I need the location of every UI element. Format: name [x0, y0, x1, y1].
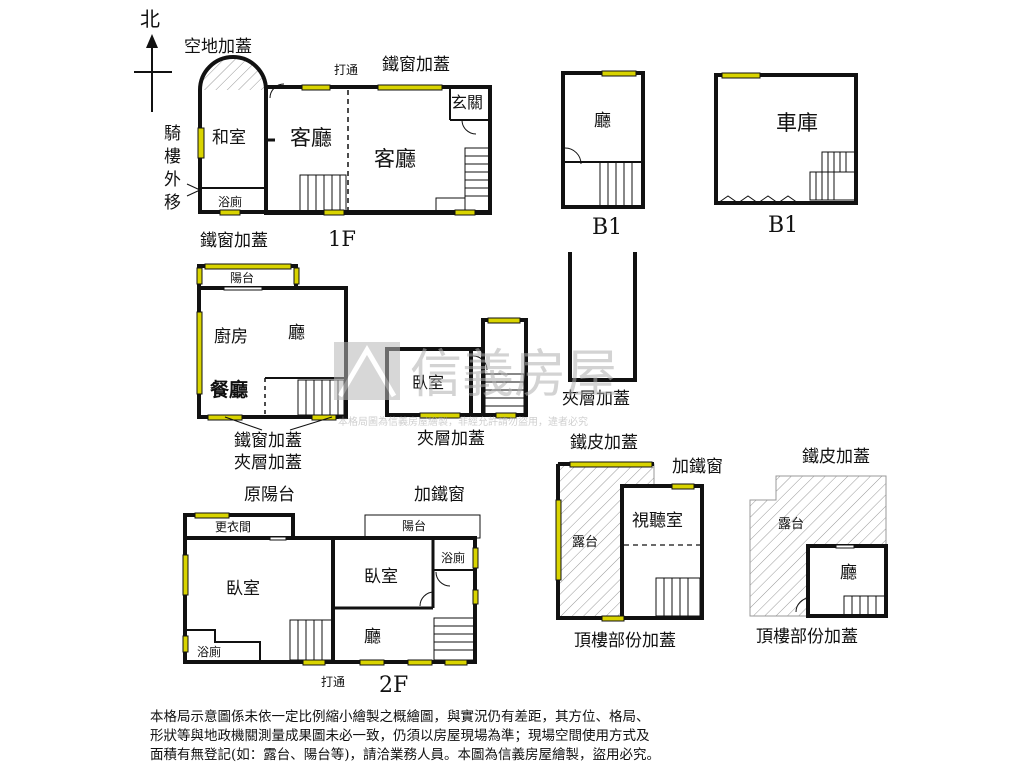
arcade-char-4: 移: [164, 193, 181, 213]
roof-left-terrace-label: 露台: [572, 535, 598, 550]
2f-hall-label: 廳: [364, 627, 381, 647]
disclaimer: 本格局示意圖係未依一定比例縮小繪製之概繪圖，與實況仍有差距，其方位、格局、 形狀…: [150, 708, 870, 765]
north-compass: 北: [134, 7, 172, 112]
floor-b1-hall-plan: 廳 B1: [561, 70, 645, 240]
roof-left-add-iron-window-label: 加鐵窗: [672, 457, 723, 477]
b1-hall-room-label: 廳: [594, 111, 611, 131]
roof-right-terrace-label: 露台: [778, 517, 804, 532]
empty-lot-cover-label: 空地加蓋: [184, 37, 252, 57]
floor-1f-label: 1F: [328, 227, 356, 251]
disclaimer-line-2: 形狀等與地政機關測量成果圖未必一致，仍須以房屋現場為準；現場空間使用方式及: [150, 728, 650, 744]
roof-right-caption: 頂樓部份加蓋: [756, 627, 858, 647]
av-room-label: 視聽室: [632, 511, 683, 531]
north-label: 北: [140, 7, 160, 31]
watermark-brand: 信義房屋: [410, 345, 618, 405]
watermark-small-text: 本格局圖為信義房屋繪製，非經允許請勿盜用，違者必究: [338, 415, 588, 428]
open-through-label: 打通: [334, 63, 358, 77]
mezz-right-caption: 夾層加蓋: [417, 429, 485, 449]
kitchen-label: 廚房: [214, 326, 248, 347]
roof-right-iron-sheet-label: 鐵皮加蓋: [802, 447, 870, 467]
mezzanine-shaft-plan: 夾層加蓋: [562, 252, 637, 409]
roof-left-iron-sheet-label: 鐵皮加蓋: [570, 433, 638, 453]
b1-garage-floor-label: B1: [768, 213, 798, 238]
2f-add-iron-window-label: 加鐵窗: [414, 485, 465, 505]
iron-window-cover-top-label: 鐵窗加蓋: [382, 55, 450, 75]
original-balcony-label: 原陽台: [244, 485, 295, 505]
watermark: 信義房屋 本格局圖為信義房屋繪製，非經允許請勿盜用，違者必究: [334, 342, 618, 428]
living-room-large-label: 客廳: [374, 147, 416, 171]
disclaimer-line-3: 面積有無登記(如：露台、陽台等)，請洽業務人員。本圖為信義房屋繪製，盜用必究。: [150, 747, 661, 763]
floor-2f-label: 2F: [379, 673, 408, 698]
2f-open-through-label: 打通: [321, 675, 345, 689]
2f-bedroom-mid-label: 臥室: [364, 567, 398, 587]
dressing-room-label: 更衣間: [215, 519, 251, 534]
mezz-left-caption-2: 夾層加蓋: [234, 453, 302, 473]
entrance-label: 玄關: [451, 93, 483, 112]
arcade-char-3: 外: [164, 170, 181, 190]
mezzanine-right-plan: 臥室 夾層加蓋: [385, 317, 528, 449]
floor-b1-garage-plan: 車庫 B1: [714, 72, 858, 238]
floor-1f-plan: 空地加蓋 打通 鐵窗加蓋 玄關 和室 客廳 客廳 浴廁 鐵窗加蓋 1F 騎 樓 …: [164, 37, 492, 251]
mezz-bedroom-label: 臥室: [412, 373, 444, 392]
arcade-char-1: 騎: [164, 124, 181, 144]
japanese-room-label: 和室: [212, 128, 246, 148]
mezzanine-left-plan: 陽台 廚房 廳 餐廳 鐵窗加蓋 夾層加蓋: [196, 263, 348, 473]
roof-left-caption: 頂樓部份加蓋: [574, 631, 676, 651]
iron-window-cover-bottom-label: 鐵窗加蓋: [200, 231, 268, 251]
floor-2f-plan: 原陽台 加鐵窗 更衣間 陽台 臥室 臥室 浴廁 浴廁 廳 打通 2F: [182, 485, 481, 698]
arcade-char-2: 樓: [164, 147, 181, 167]
roof-right-plan: 鐵皮加蓋 露台 廳 頂樓部份加蓋: [749, 447, 888, 647]
living-room-small-label: 客廳: [290, 126, 332, 150]
mezz-left-caption-1: 鐵窗加蓋: [234, 431, 302, 451]
shaft-caption: 夾層加蓋: [562, 389, 630, 409]
garage-room-label: 車庫: [776, 111, 818, 135]
2f-bedroom-large-label: 臥室: [226, 579, 260, 599]
disclaimer-line-1: 本格局示意圖係未依一定比例縮小繪製之概繪圖，與實況仍有差距，其方位、格局、: [150, 709, 650, 725]
2f-bathroom-right-label: 浴廁: [441, 550, 465, 565]
2f-balcony-label: 陽台: [402, 518, 426, 533]
roof-right-hall-label: 廳: [840, 563, 857, 583]
b1-hall-floor-label: B1: [592, 215, 622, 240]
bathroom-1f-label: 浴廁: [218, 194, 242, 209]
mezz-hall-label: 廳: [288, 323, 305, 343]
2f-bathroom-left-label: 浴廁: [197, 644, 221, 659]
dining-label: 餐廳: [210, 378, 248, 401]
mezz-balcony-label: 陽台: [230, 270, 254, 285]
roof-left-plan: 鐵皮加蓋 加鐵窗 露台 視聽室 頂樓部份加蓋: [555, 433, 723, 651]
